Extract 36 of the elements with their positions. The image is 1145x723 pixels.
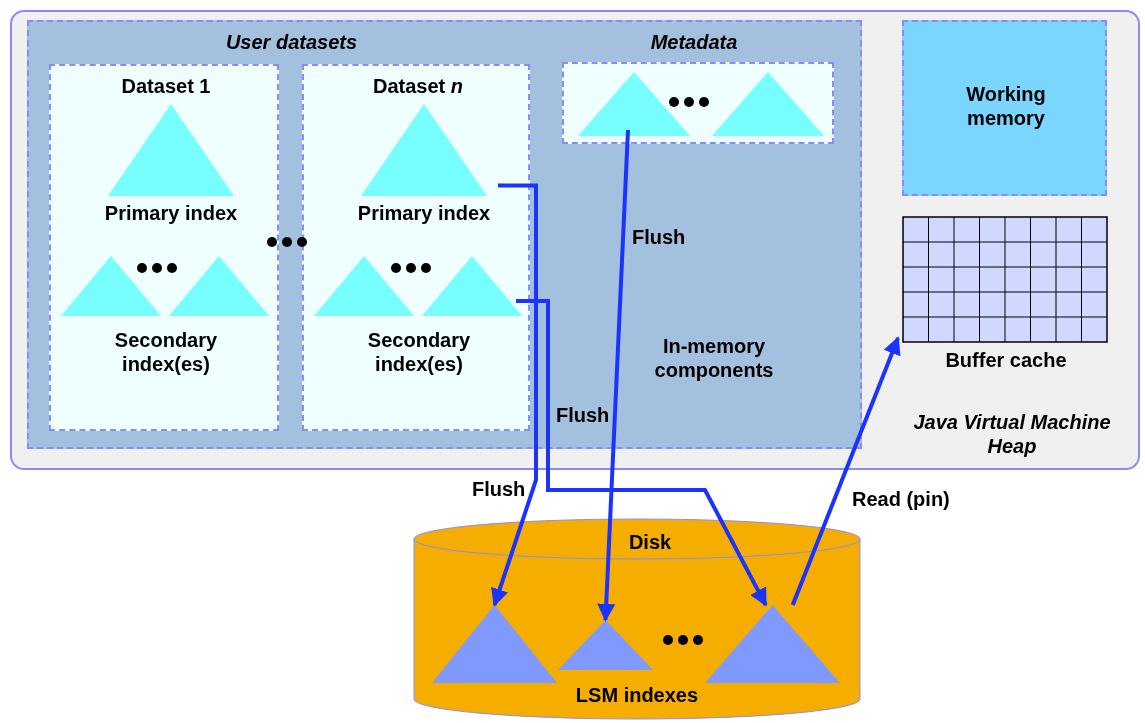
index-triangle bbox=[578, 72, 690, 136]
arrow bbox=[790, 336, 901, 606]
arrow bbox=[597, 129, 630, 622]
heap-label: Java Virtual Machine Heap bbox=[912, 410, 1112, 458]
cache-label: Buffer cache bbox=[944, 348, 1068, 372]
index-triangle bbox=[705, 605, 840, 683]
section-heading: User datasets bbox=[224, 30, 359, 54]
dataset-panel bbox=[302, 64, 530, 431]
arrow bbox=[516, 299, 768, 607]
index-label: LSM indexes bbox=[574, 683, 700, 707]
index-triangle bbox=[61, 256, 161, 316]
dataset-heading: Dataset 1 bbox=[120, 74, 212, 98]
edge-label: Flush bbox=[556, 404, 610, 427]
edge-label: Flush bbox=[632, 226, 686, 249]
memory-region bbox=[27, 20, 862, 449]
index-label: Primary index bbox=[356, 201, 492, 225]
index-triangle bbox=[314, 256, 414, 316]
memory-box bbox=[902, 20, 1107, 196]
memory-label: Working memory bbox=[965, 82, 1047, 130]
metadata-panel bbox=[562, 62, 834, 144]
dataset-panel bbox=[49, 64, 279, 431]
arrow bbox=[491, 183, 538, 607]
edge-label: Flush bbox=[472, 478, 526, 501]
section-heading: Metadata bbox=[649, 30, 739, 54]
disk-label: Disk bbox=[627, 530, 673, 554]
heap-panel bbox=[10, 10, 1140, 470]
dataset-heading: Dataset n bbox=[372, 74, 464, 98]
index-triangle bbox=[422, 256, 522, 316]
edge-label: Read (pin) bbox=[852, 488, 950, 511]
region-label: In-memory components bbox=[653, 334, 775, 382]
index-triangle bbox=[169, 256, 269, 316]
index-triangle bbox=[712, 72, 824, 136]
index-label: Primary index bbox=[103, 201, 239, 225]
index-label: Secondary index(es) bbox=[113, 328, 219, 376]
index-label: Secondary index(es) bbox=[366, 328, 472, 376]
index-triangle bbox=[558, 620, 653, 670]
